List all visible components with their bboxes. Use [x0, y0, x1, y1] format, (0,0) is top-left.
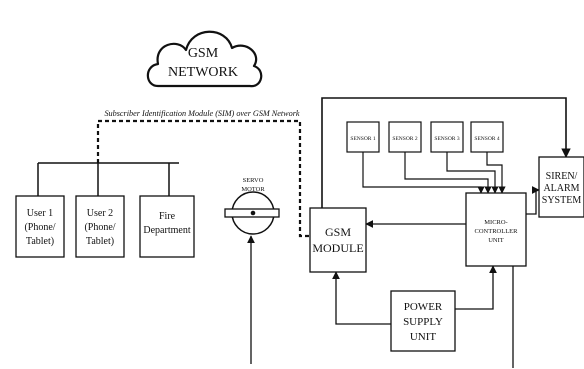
- sim-caption: Subscriber Identification Module (SIM) o…: [104, 109, 299, 118]
- gsm-network-cloud: GSM NETWORK: [146, 30, 263, 88]
- sensor-2-label: SENSOR 2: [392, 136, 417, 142]
- user-2-box: User 2 (Phone/ Tablet): [75, 195, 125, 258]
- cloud-label-line2: NETWORK: [168, 65, 238, 80]
- mcu-to-siren-link: [526, 186, 540, 215]
- sensor-4-box: SENSOR 4: [470, 121, 504, 153]
- power-to-gsm-link: [332, 271, 391, 325]
- siren-alarm-box: SIREN/ ALARM SYSTEM: [538, 156, 584, 218]
- user-2-label-line1: User 2: [87, 208, 113, 219]
- cloud-label-line1: GSM: [188, 46, 219, 61]
- sensor-links: [362, 152, 506, 194]
- servo-label-line1: SERVO: [243, 177, 264, 184]
- power-supply-box: POWER SUPPLY UNIT: [390, 290, 456, 352]
- power-to-mcu-link: [455, 265, 497, 310]
- siren-label-line3: SYSTEM: [542, 195, 582, 206]
- user-2-label-line3: Tablet): [86, 236, 114, 247]
- power-label-line1: POWER: [404, 301, 443, 313]
- mcu-label-line2: CONTROLLER: [475, 228, 519, 235]
- user-1-label-line1: User 1: [27, 208, 53, 219]
- fire-department-box: Fire Department: [139, 195, 195, 258]
- sensor-1-box: SENSOR 1: [346, 121, 380, 153]
- gsm-module-box: GSM MODULE: [309, 207, 367, 273]
- power-label-line3: UNIT: [410, 331, 437, 343]
- gsm-module-label-line2: MODULE: [312, 241, 363, 255]
- user-1-label-line3: Tablet): [26, 236, 54, 247]
- mcu-label-line3: UNIT: [488, 237, 504, 244]
- sensor-3-label: SENSOR 3: [434, 136, 459, 142]
- gsm-to-siren-top-link: [321, 97, 571, 208]
- siren-label-line2: ALARM: [543, 183, 579, 194]
- user-1-box: User 1 (Phone/ Tablet): [15, 195, 65, 258]
- sensor-2-box: SENSOR 2: [388, 121, 422, 153]
- gsm-module-label-line1: GSM: [325, 225, 351, 239]
- user-1-label-line2: (Phone/: [24, 222, 55, 233]
- power-label-line2: SUPPLY: [403, 316, 443, 328]
- microcontroller-box: MICRO- CONTROLLER UNIT: [465, 192, 527, 267]
- user-bus: [37, 162, 179, 196]
- sensor-3-box: SENSOR 3: [430, 121, 464, 153]
- sensor-4-label: SENSOR 4: [474, 136, 499, 142]
- sensor-1-label: SENSOR 1: [350, 136, 375, 142]
- sim-dashed-link: [96, 119, 310, 238]
- fire-department-label-line2: Department: [143, 225, 190, 236]
- user-2-label-line2: (Phone/: [84, 222, 115, 233]
- siren-label-line1: SIREN/: [546, 171, 578, 182]
- servo-motor: SERVO MOTOR: [224, 177, 280, 235]
- fire-department-label-line1: Fire: [159, 211, 176, 222]
- mcu-label-line1: MICRO-: [484, 219, 507, 226]
- servo-label-line2: MOTOR: [241, 186, 265, 193]
